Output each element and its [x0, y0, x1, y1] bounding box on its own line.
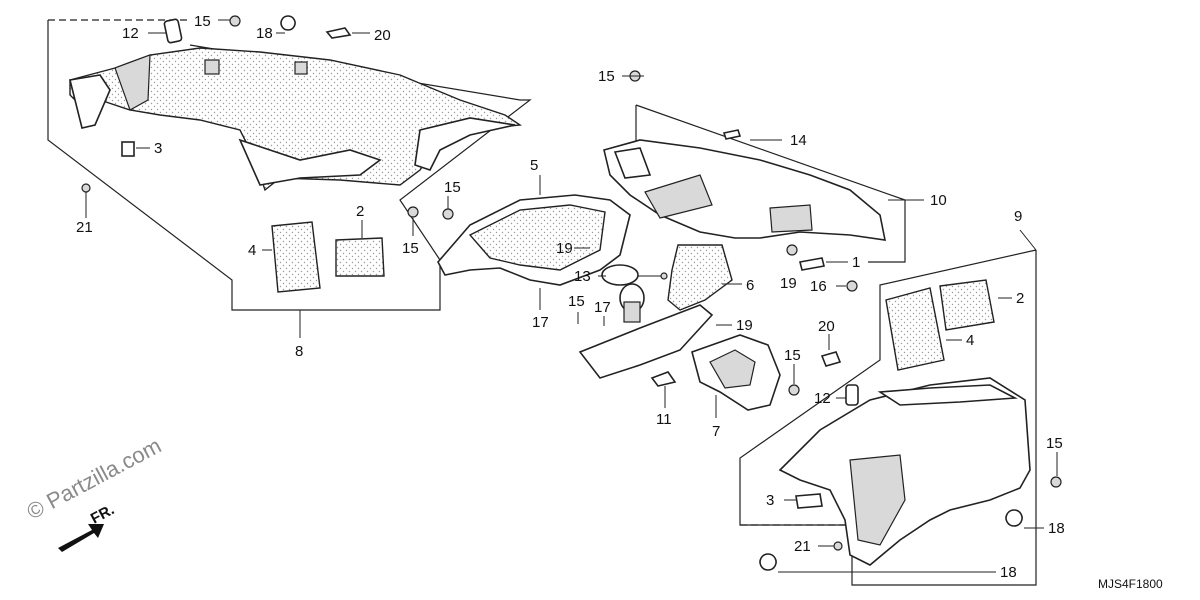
callout-18: 18	[1000, 564, 1017, 581]
upper-cover-part-10	[603, 139, 887, 241]
callout-18: 18	[1048, 520, 1065, 537]
callout-15: 15	[784, 347, 801, 364]
callout-8: 8	[295, 343, 303, 360]
fasteners-left	[81, 15, 454, 220]
callout-12: 12	[814, 390, 831, 407]
callout-2: 2	[1016, 290, 1024, 307]
callout-15: 15	[444, 179, 461, 196]
callout-15: 15	[1046, 435, 1063, 452]
pad-part-4-right	[885, 287, 945, 371]
inner-cover-right-part-9	[778, 377, 1031, 566]
pad-part-2-right	[939, 279, 995, 331]
fasteners-right	[759, 280, 1062, 571]
callout-21: 21	[76, 219, 93, 236]
front-direction-arrow: FR.	[58, 501, 117, 552]
callout-11: 11	[656, 411, 672, 428]
key-cylinder-part-13	[601, 264, 668, 323]
callout-18: 18	[256, 25, 273, 42]
leader-lines	[85, 19, 1058, 573]
panel-part-6	[667, 244, 733, 311]
callout-15: 15	[194, 13, 211, 30]
clips-right	[629, 70, 825, 271]
callout-3: 3	[154, 140, 162, 157]
callouts: 12 15 18 20 3 21 4 2 15 15 8 5 19 13 17 …	[76, 13, 1065, 581]
bracket-part-7	[691, 334, 781, 411]
diagram-code: MJS4F1800	[1098, 577, 1163, 591]
pad-part-2-left	[335, 237, 385, 277]
callout-13: 13	[574, 268, 591, 285]
callout-19: 19	[556, 240, 573, 257]
callout-15: 15	[402, 240, 419, 257]
callout-1: 1	[852, 254, 860, 271]
callout-15: 15	[598, 68, 615, 85]
callout-17: 17	[594, 299, 611, 316]
callout-4: 4	[248, 242, 256, 259]
callout-16: 16	[810, 278, 827, 295]
assembly-frame-9	[739, 229, 1037, 586]
callout-5: 5	[530, 157, 538, 174]
callout-19: 19	[736, 317, 753, 334]
callout-17: 17	[532, 314, 549, 331]
callout-19: 19	[780, 275, 797, 292]
callout-20: 20	[374, 27, 391, 44]
holder-part-11	[578, 304, 714, 387]
callout-6: 6	[746, 277, 754, 294]
callout-7: 7	[712, 423, 720, 440]
callout-21: 21	[794, 538, 811, 555]
callout-14: 14	[790, 132, 807, 149]
callout-20: 20	[818, 318, 835, 335]
fr-label: FR.	[88, 501, 117, 527]
callout-12: 12	[122, 25, 139, 42]
key-cover-part-5	[437, 194, 631, 286]
pad-part-4-left	[271, 221, 321, 293]
callout-9: 9	[1014, 208, 1022, 225]
callout-3: 3	[766, 492, 774, 509]
callout-10: 10	[930, 192, 947, 209]
inner-cover-left-part-8	[69, 47, 523, 192]
callout-2: 2	[356, 203, 364, 220]
callout-15: 15	[568, 293, 585, 310]
callout-4: 4	[966, 332, 974, 349]
